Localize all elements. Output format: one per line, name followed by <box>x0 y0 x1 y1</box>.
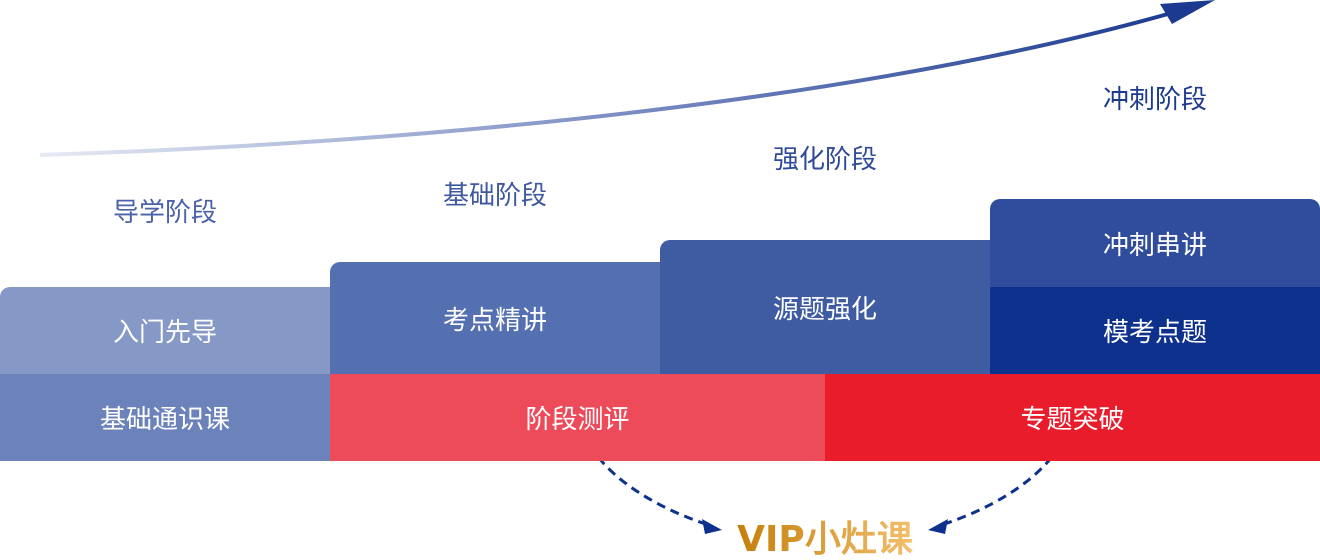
course-mock-questions: 模考点题 <box>990 287 1320 374</box>
course-stage-assessment: 阶段测评 <box>330 374 825 461</box>
vip-course-label: VIP小灶课 <box>737 510 913 560</box>
course-basic-general: 基础通识课 <box>0 374 330 461</box>
course-sprint-series: 冲刺串讲 <box>990 199 1320 287</box>
course-source-strengthen: 源题强化 <box>660 240 990 374</box>
dashed-arrow-left <box>588 444 713 528</box>
stage-label-intro: 导学阶段 <box>112 198 218 228</box>
dashed-arrow-right <box>937 444 1062 528</box>
arrow-head-right-icon <box>928 519 948 534</box>
stage-label-strengthen: 强化阶段 <box>772 145 878 175</box>
arrow-head-icon <box>1160 0 1215 24</box>
course-intro: 入门先导 <box>0 287 330 374</box>
stage-label-basic: 基础阶段 <box>442 181 548 211</box>
arrow-head-left-icon <box>702 519 722 534</box>
growth-curve <box>39 10 1176 157</box>
course-key-points: 考点精讲 <box>330 262 660 374</box>
course-topic-breakthrough: 专题突破 <box>825 374 1320 461</box>
stage-label-sprint: 冲刺阶段 <box>1102 85 1208 115</box>
